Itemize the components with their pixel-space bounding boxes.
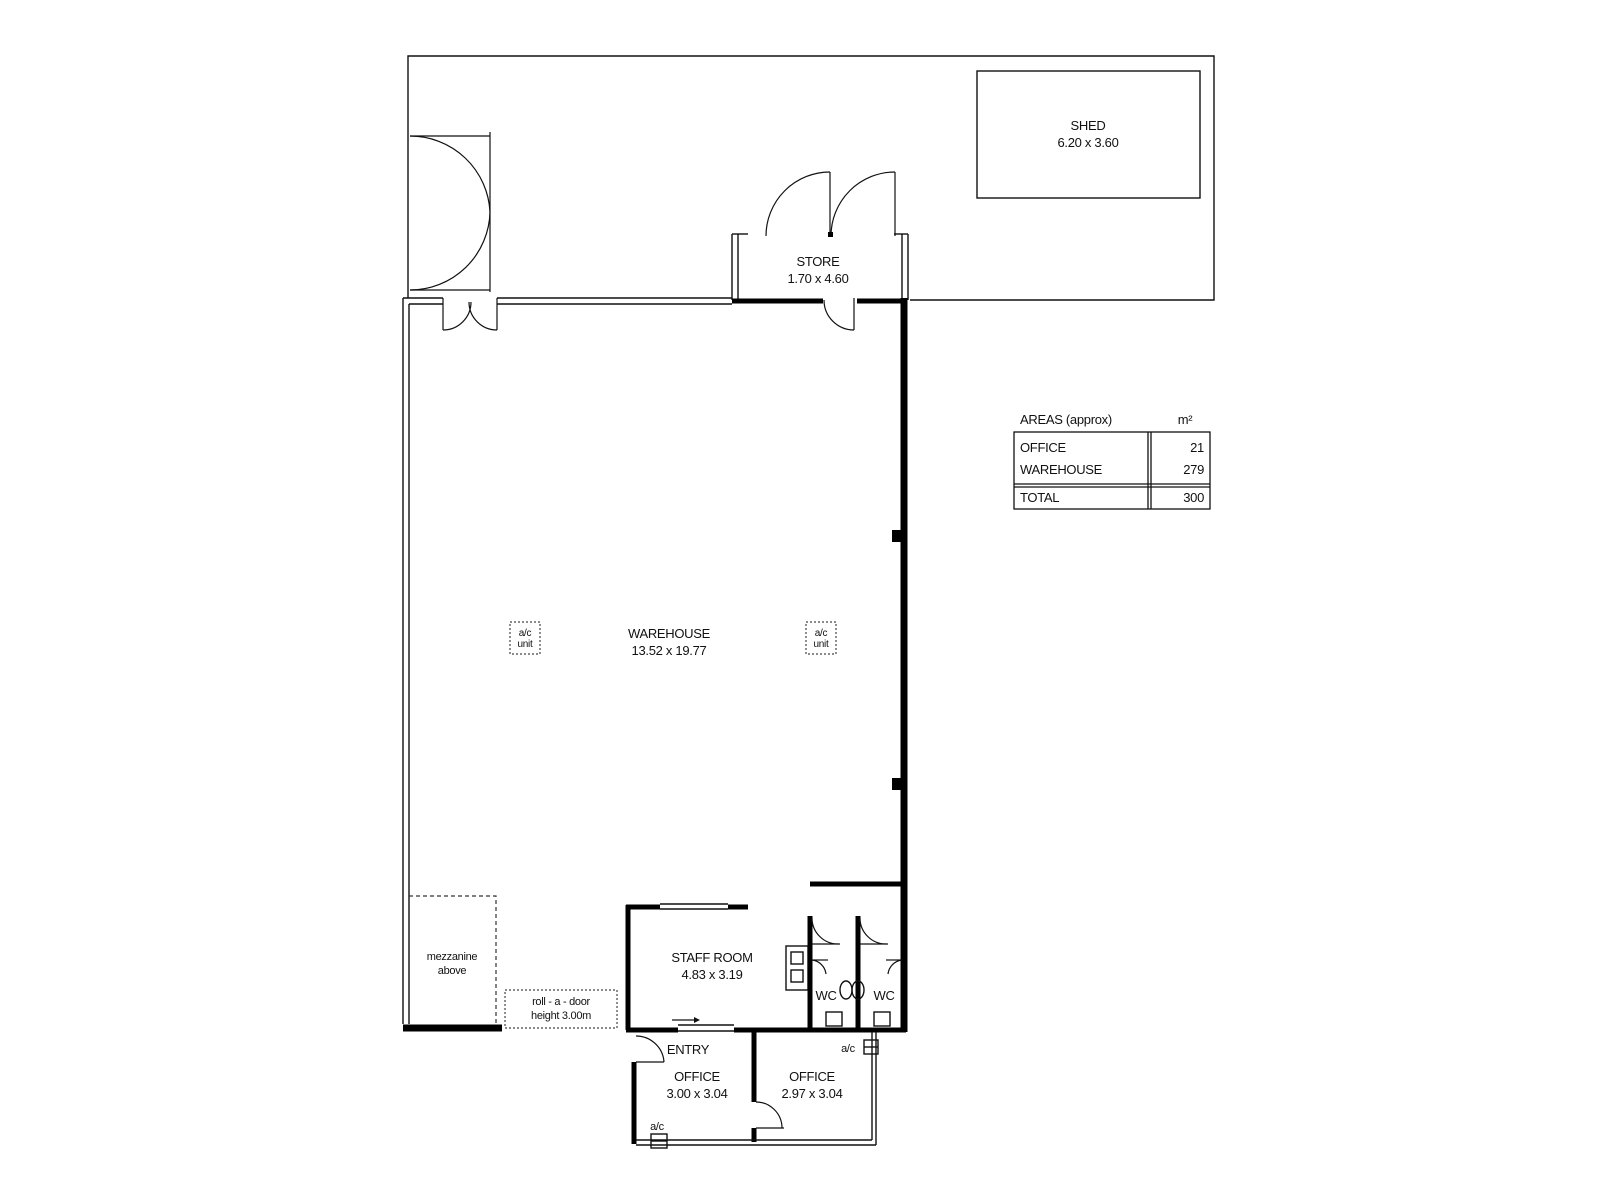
areas-row-office-value: 21 [1190, 440, 1204, 455]
shed-room: SHED 6.20 x 3.60 [976, 70, 1201, 199]
mezzanine-area: mezzanine above [409, 895, 497, 1024]
warehouse-dims: 13.52 x 19.77 [632, 643, 707, 658]
ac-unit-right-line1: a/c [815, 628, 828, 639]
office-left-room: ENTRY OFFICE 3.00 x 3.04 a/c [650, 1042, 728, 1133]
roll-a-door: roll - a - door height 3.00m [504, 989, 618, 1029]
areas-unit: m² [1178, 412, 1194, 427]
ac-unit-left-line2: unit [518, 639, 533, 650]
ac-label-bottom: a/c [650, 1121, 665, 1133]
areas-total-label: TOTAL [1020, 490, 1059, 505]
roll-door-line1: roll - a - door [532, 996, 590, 1008]
areas-table: AREAS (approx) m² OFFICE 21 WAREHOUSE 27… [1013, 412, 1211, 510]
store-door [823, 298, 855, 331]
ac-label-right: a/c [841, 1043, 856, 1055]
shed-dims: 6.20 x 3.60 [1057, 135, 1118, 150]
ac-unit-left: a/c unit [509, 621, 541, 655]
shed-name: SHED [1071, 118, 1106, 133]
mezzanine-line1: mezzanine [427, 951, 478, 963]
staff-room-name: STAFF ROOM [671, 950, 752, 965]
areas-total-value: 300 [1183, 490, 1204, 505]
yard-gate [409, 132, 491, 292]
office-right-room: OFFICE 2.97 x 3.04 a/c [781, 1043, 855, 1101]
entry-label: ENTRY [667, 1042, 710, 1057]
office-right-name: OFFICE [789, 1069, 835, 1084]
store-name: STORE [796, 254, 840, 269]
warehouse-walls [402, 297, 908, 1032]
areas-row-office-label: OFFICE [1020, 440, 1066, 455]
wc-left-label: WC [815, 988, 836, 1003]
yard-boundary [407, 55, 1215, 301]
staff-room: STAFF ROOM 4.83 x 3.19 [625, 903, 809, 1030]
areas-title: AREAS (approx) [1020, 412, 1112, 427]
office-block-walls [626, 1017, 906, 1149]
roll-door-line2: height 3.00m [531, 1010, 591, 1022]
office-left-dims: 3.00 x 3.04 [666, 1086, 727, 1101]
wc-block: WC WC [807, 916, 903, 1030]
mezzanine-line2: above [438, 965, 467, 977]
areas-row-warehouse-label: WAREHOUSE [1020, 462, 1103, 477]
office-right-dims: 2.97 x 3.04 [781, 1086, 842, 1101]
warehouse-name: WAREHOUSE [628, 626, 711, 641]
store-room: STORE 1.70 x 4.60 [731, 171, 909, 300]
ac-unit-right-line2: unit [814, 639, 829, 650]
areas-row-warehouse-value: 279 [1183, 462, 1204, 477]
wc-right-label: WC [873, 988, 894, 1003]
warehouse-top-door [442, 298, 498, 331]
office-left-name: OFFICE [674, 1069, 720, 1084]
store-dims: 1.70 x 4.60 [787, 271, 848, 286]
staff-room-dims: 4.83 x 3.19 [681, 967, 742, 982]
warehouse-room: WAREHOUSE 13.52 x 19.77 [628, 626, 711, 658]
ac-unit-left-line1: a/c [519, 628, 532, 639]
ac-unit-right: a/c unit [805, 621, 837, 655]
